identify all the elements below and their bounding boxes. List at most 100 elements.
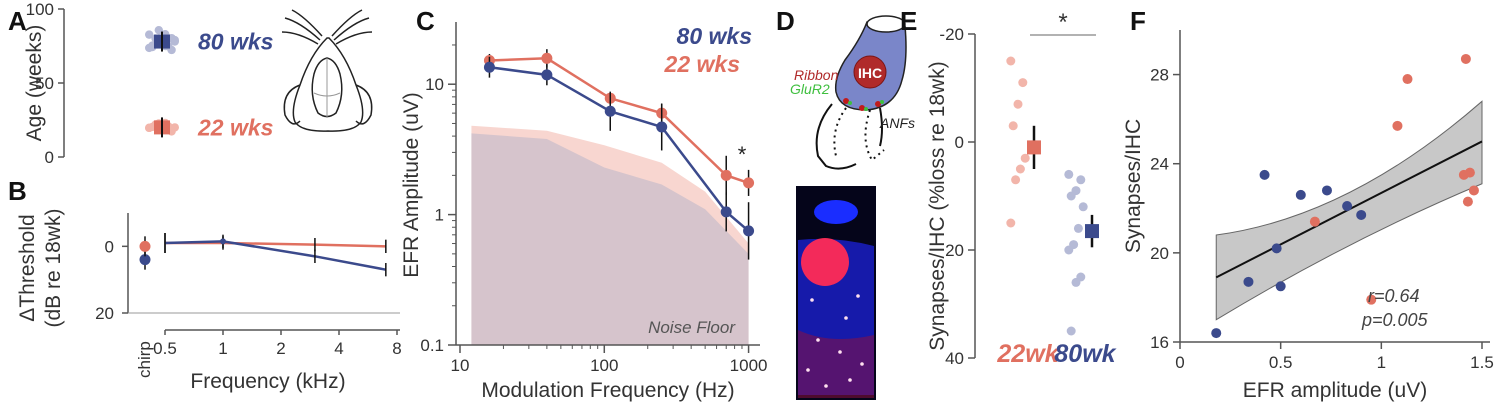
point-f-young [1402, 74, 1413, 85]
ribbon-synapse-dot [875, 101, 881, 107]
tick-label-b-chirp: chirp [135, 341, 154, 378]
panel-letter-b: B [8, 176, 27, 206]
glur2-label: GluR2 [790, 81, 830, 97]
micrograph-puncta [844, 316, 848, 320]
tick-label-c-x: 1000 [730, 356, 768, 375]
line-b-young [165, 241, 386, 248]
dot-e-old [1064, 245, 1074, 255]
dot-e-young [1020, 153, 1030, 163]
tick-label-c-y: 0.1 [420, 336, 444, 355]
mouse-ear-right [355, 84, 373, 125]
tick-label-b-y: 0 [105, 237, 114, 256]
ihc-cell-top [866, 15, 906, 33]
dot-e-old [1066, 191, 1076, 201]
tick-label-b-x: 4 [334, 339, 343, 358]
point-c-young [541, 52, 553, 64]
point-f-old [1211, 328, 1222, 339]
point-f-young [1462, 196, 1473, 207]
micrograph-red-nucleus [801, 238, 849, 286]
significance-c: * [738, 142, 747, 167]
dot-a-young [145, 123, 154, 133]
tick-label-b-x: 0.5 [153, 339, 177, 358]
stat-r-f: r=0.64 [1368, 286, 1420, 306]
dot-e-old [1076, 175, 1086, 185]
micrograph-puncta [806, 368, 810, 372]
dot-e-young [1013, 99, 1023, 109]
point-f-old [1342, 201, 1353, 212]
point-f-old [1321, 185, 1332, 196]
tick-label-c-x: 100 [590, 356, 618, 375]
noise-floor-label: Noise Floor [648, 318, 736, 337]
dot-e-young [1011, 175, 1021, 185]
axis-label-a-y: Age (weeks) [23, 25, 46, 142]
point-f-young [1309, 216, 1320, 227]
legend-label-c-old: 80 wks [677, 23, 752, 49]
anf-fiber-inner [879, 107, 883, 147]
point-b-chirp [139, 254, 151, 266]
point-c-young [743, 177, 755, 189]
tick-label-f-x: 1 [1377, 353, 1386, 372]
tick-label-e-y: -20 [939, 25, 964, 44]
anf-fiber-outer [815, 103, 857, 170]
axis-label-b-y2: (dB re 18wk) [42, 208, 65, 327]
micrograph-puncta [838, 350, 842, 354]
axis-label-e-y: Synapses/IHC (%loss re 18wk) [926, 61, 949, 350]
dot-e-young [1015, 164, 1025, 174]
point-f-young [1460, 53, 1471, 64]
dot-e-young [1008, 121, 1018, 131]
ribbon-synapse-dot [859, 105, 865, 111]
point-f-young [1468, 185, 1479, 196]
glur2-synapse-dot [864, 107, 868, 111]
point-c-old [483, 61, 495, 73]
micrograph-puncta [824, 384, 828, 388]
series-label-a-young: 22 wks [197, 114, 273, 140]
anf-label: ANFs [879, 115, 915, 131]
anf-fiber-dotted [833, 107, 847, 157]
dot-e-old [1071, 277, 1081, 287]
tick-label-f-x: 0 [1175, 353, 1184, 372]
axis-label-f-y: Synapses/IHC [1122, 119, 1145, 253]
anf-fiber-dotted [864, 109, 885, 162]
micrograph-lower-stain [798, 330, 874, 398]
legend-label-c-young: 22 wks [664, 51, 740, 77]
point-f-young [1392, 120, 1403, 131]
point-f-old [1275, 281, 1286, 292]
point-b [220, 238, 226, 245]
point-f-old [1259, 169, 1270, 180]
noise-floor-old [471, 133, 749, 345]
axis-label-b-x: Frequency (kHz) [190, 370, 345, 393]
axis-label-c-x: Modulation Frequency (Hz) [481, 379, 734, 402]
dot-a-old [145, 30, 154, 39]
point-c-old [720, 206, 732, 218]
tick-label-b-y: 20 [95, 304, 114, 323]
tick-label-f-y: 16 [1150, 333, 1169, 352]
mean-marker-e-young [1027, 140, 1041, 155]
axis-label-f-x: EFR amplitude (uV) [1243, 379, 1427, 402]
tick-label-a-y: 50 [35, 74, 54, 93]
series-label-a-old: 80 wks [198, 29, 273, 55]
micrograph-blue-nucleus [814, 200, 858, 224]
tick-label-a-y: 100 [26, 0, 54, 19]
tick-label-f-x: 1.5 [1470, 353, 1494, 372]
point-c-young [720, 169, 732, 181]
point-c-old [541, 69, 553, 81]
ihc-label: IHC [858, 65, 882, 81]
significance-e: * [1058, 9, 1067, 36]
panel-letter-f: F [1130, 6, 1146, 36]
axis-label-c-y: EFR Amplitude (uV) [400, 92, 423, 278]
dot-e-old [1066, 326, 1076, 336]
point-f-young [1366, 294, 1377, 305]
line-b-old [164, 240, 387, 271]
category-label-e-old: 80wk [1054, 340, 1116, 368]
tick-label-c-x: 10 [451, 356, 470, 375]
dot-e-old [1064, 169, 1074, 179]
dot-e-young [1006, 218, 1016, 228]
point-b-chirp [139, 240, 151, 252]
point-f-old [1295, 189, 1306, 200]
mouse-ear-left [283, 84, 301, 125]
dot-e-old [1078, 202, 1088, 212]
mouse-head-sketch [281, 9, 373, 132]
micrograph-puncta [856, 294, 860, 298]
mean-marker-e-old [1085, 224, 1099, 239]
point-f-young [1464, 167, 1475, 178]
